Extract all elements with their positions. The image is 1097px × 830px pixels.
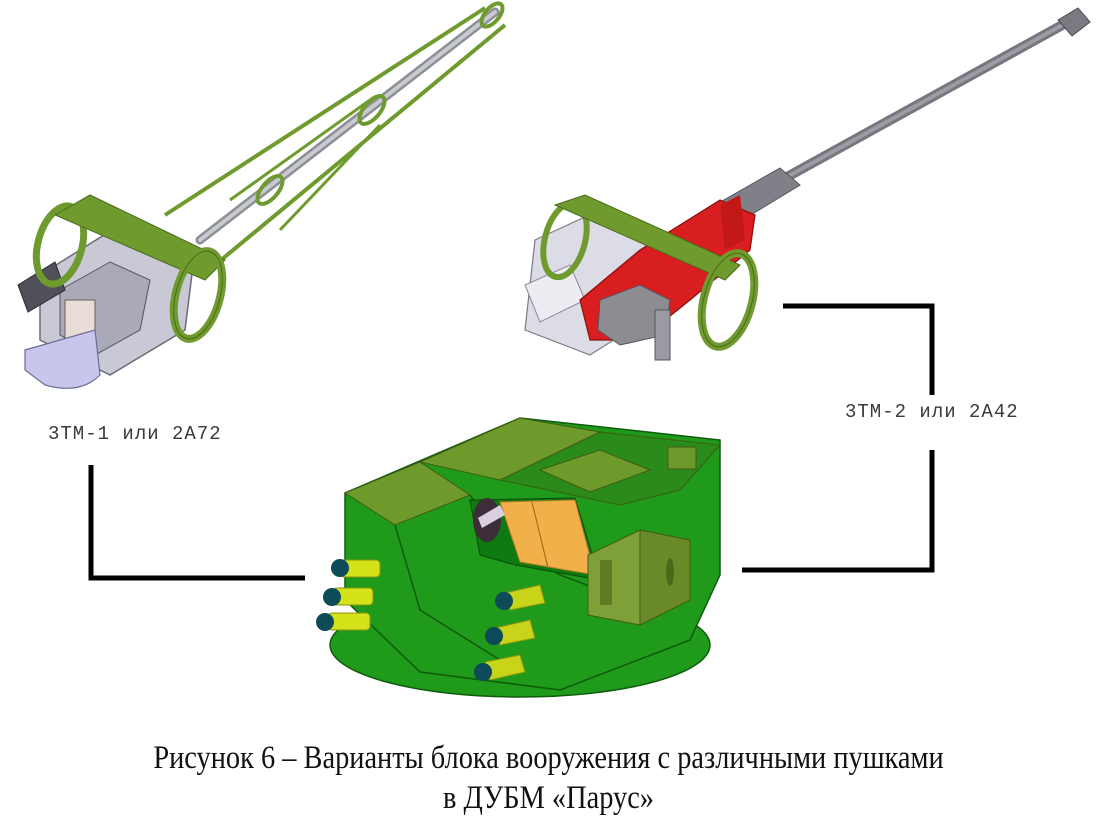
gun-right-label: 3ТМ-2 или 2А42 [845,401,1019,423]
smoke-launchers-left [316,559,381,631]
caption-line-2: в ДУБМ «Парус» [443,780,654,816]
connector-right-top [783,303,935,395]
figure-caption: Рисунок 6 – Варианты блока вооружения с … [77,738,1020,818]
gun-left-label: 3ТМ-1 или 2А72 [48,423,222,445]
smoke-launchers-right [474,584,546,681]
connector-left [88,465,305,581]
gun-left-drawing [17,1,507,389]
connector-lines [88,303,935,581]
connector-right-bottom [742,450,935,573]
gun-right-drawing [524,7,1091,361]
turret-drawing [316,417,722,698]
caption-line-1: Рисунок 6 – Варианты блока вооружения с … [153,740,944,776]
